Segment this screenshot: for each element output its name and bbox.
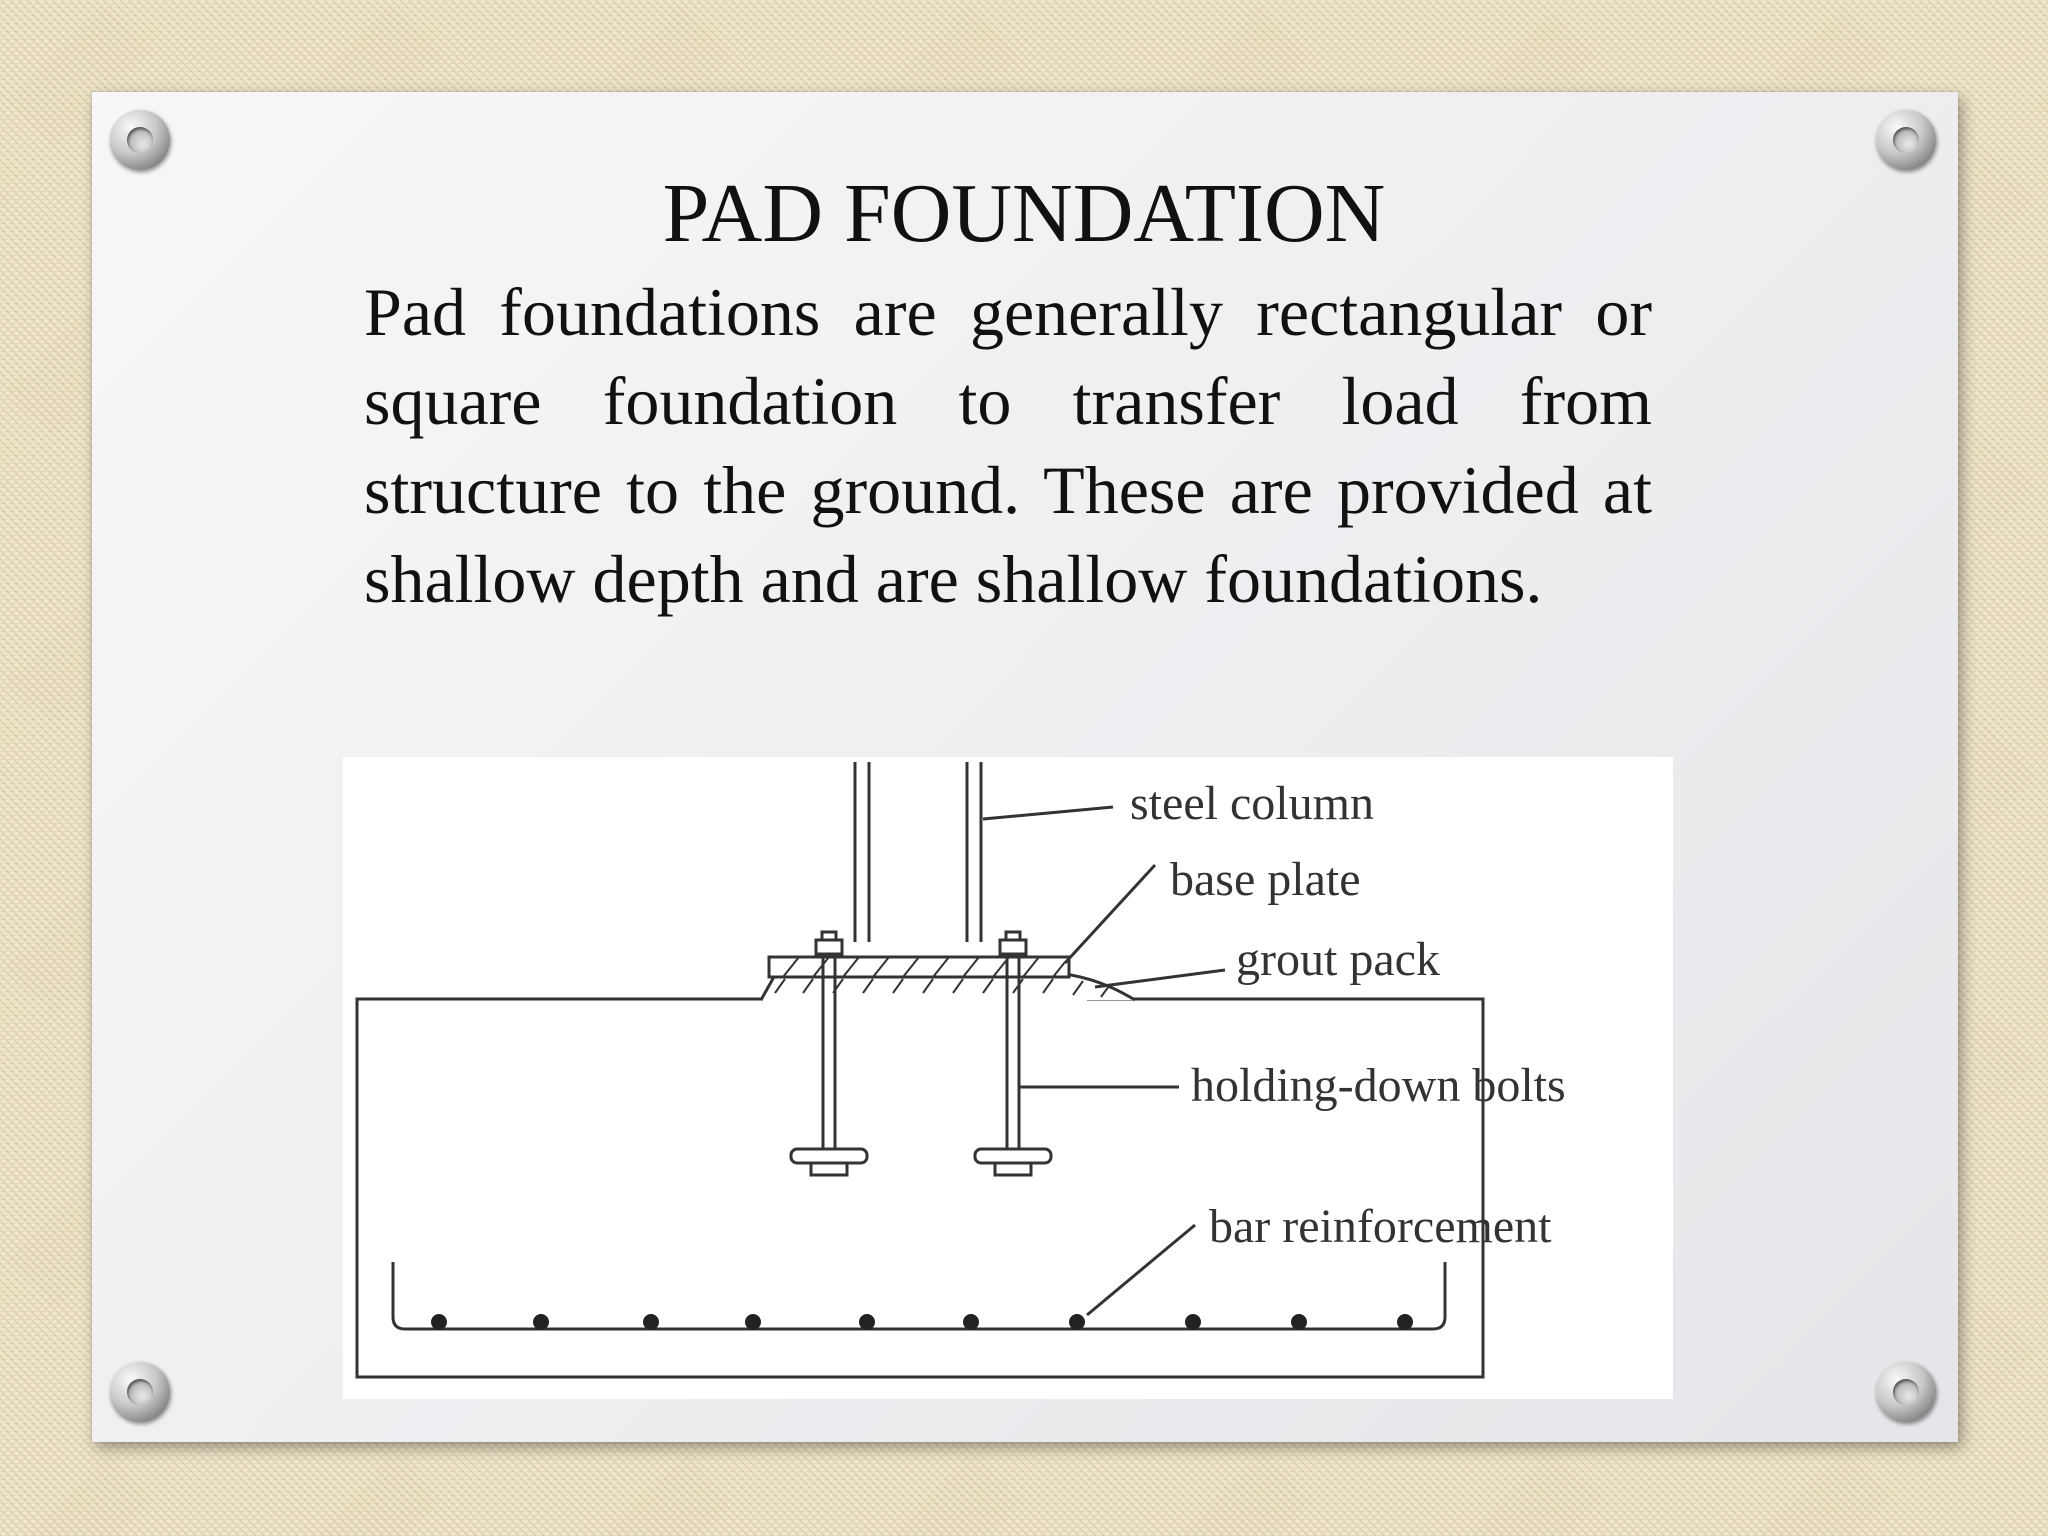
leader-base-plate <box>1063 863 1157 965</box>
label-holding-down-bolts: holding-down bolts <box>1191 1059 1566 1112</box>
leader-bar-reinforcement <box>1086 1223 1196 1317</box>
grommet-bottom-left-icon <box>110 1362 170 1422</box>
label-steel-column: steel column <box>1130 777 1374 830</box>
grommet-top-left-icon <box>110 110 170 170</box>
grout-pack <box>759 973 1136 1002</box>
reinforcement-bars <box>431 1314 1413 1330</box>
grommet-top-right-icon <box>1876 110 1936 170</box>
holding-down-bolt-left <box>789 930 869 1177</box>
slide-body-text: Pad foundations are generally rectangula… <box>364 274 1652 617</box>
label-grout-pack: grout pack <box>1236 933 1440 986</box>
slide-title: PAD FOUNDATION <box>662 167 1386 260</box>
leader-grout-pack <box>1094 968 1226 989</box>
pad-foundation-diagram: steel column base plate grout pack holdi… <box>343 757 1673 1399</box>
label-bar-reinforcement: bar reinforcement <box>1209 1200 1552 1253</box>
holding-down-bolt-right <box>973 930 1053 1177</box>
concrete-pad-outline <box>355 997 1485 1379</box>
bar-reinforcement <box>391 1262 1447 1331</box>
base-plate <box>767 955 1071 979</box>
label-base-plate: base plate <box>1170 853 1361 906</box>
grommet-bottom-right-icon <box>1876 1362 1936 1422</box>
leader-steel-column <box>982 805 1114 821</box>
